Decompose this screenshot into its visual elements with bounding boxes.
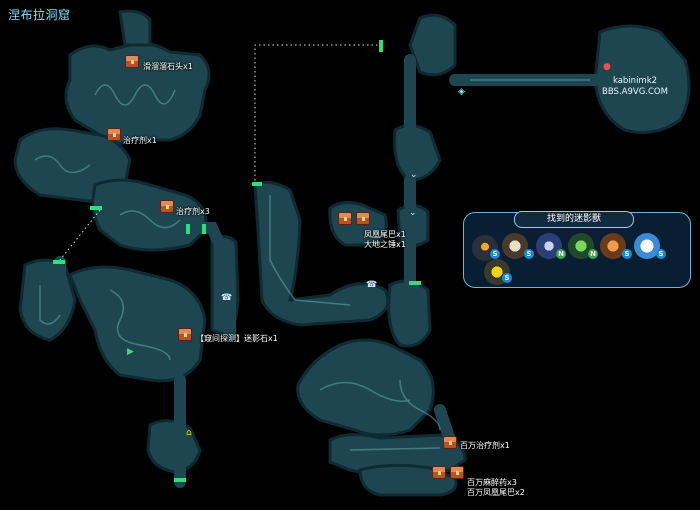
chest-icon[interactable]: [125, 55, 139, 68]
item-label-phoenix: 凤凰尾巴x1: [364, 230, 406, 239]
chest-icon[interactable]: [443, 436, 457, 449]
item-label-shadowstone: 【窥间探测】迷影石x1: [196, 334, 278, 343]
player-marker-icon: ▶: [127, 347, 134, 357]
monster-icon[interactable]: [600, 233, 626, 259]
chest-icon[interactable]: [432, 466, 446, 479]
lock-icon[interactable]: ⌂: [186, 428, 192, 438]
chest-icon[interactable]: [178, 328, 192, 341]
phone-icon[interactable]: ☎: [366, 280, 378, 290]
chest-icon[interactable]: [450, 466, 464, 479]
monster-icon[interactable]: [502, 233, 528, 259]
watermark-site: BBS.A9VG.COM: [602, 87, 668, 97]
chest-icon[interactable]: [160, 200, 174, 213]
watermark-user: kabinimk2: [612, 76, 658, 86]
watermark: kabinimk2 BBS.A9VG.COM: [600, 76, 670, 98]
item-label-mega-potion: 百万治疗剂x1: [460, 441, 510, 450]
item-label-potion3: 治疗剂x3: [176, 207, 210, 216]
element-badge: N: [588, 249, 598, 259]
chest-icon[interactable]: [338, 212, 352, 225]
element-badge: S: [502, 273, 512, 283]
save-point-icon[interactable]: ◈: [458, 87, 465, 97]
item-label-stone: 滑溜溜石头x1: [143, 62, 193, 71]
element-badge: S: [524, 249, 534, 259]
item-label-mega-phoenix: 百万凤凰尾巴x2: [467, 488, 525, 497]
element-badge: S: [490, 249, 500, 259]
connectors: [59, 44, 380, 261]
gates: [53, 40, 421, 482]
pin-icon: ●: [603, 62, 611, 72]
element-badge: S: [656, 249, 666, 259]
down-arrow-icon[interactable]: ⌄: [409, 208, 417, 218]
element-badge: N: [556, 249, 566, 259]
down-arrow-icon[interactable]: ⌄: [410, 170, 418, 180]
element-badge: S: [622, 249, 632, 259]
item-label-hammer: 大地之锤x1: [364, 240, 406, 249]
item-label-potion1: 治疗剂x1: [123, 136, 157, 145]
chest-icon[interactable]: [107, 128, 121, 141]
cave-paths: [34, 79, 590, 451]
panel-title: 找到的迷影獸: [514, 211, 634, 228]
map-title: 涅布拉洞窟: [8, 8, 71, 22]
item-label-mega-anesthetic: 百万麻醉药x3: [467, 478, 517, 487]
phone-icon[interactable]: ☎: [221, 293, 233, 303]
found-monsters-panel: 找到的迷影獸 S S N N S S S: [463, 211, 691, 288]
chest-icon[interactable]: [356, 212, 370, 225]
monster-icon[interactable]: [634, 233, 660, 259]
